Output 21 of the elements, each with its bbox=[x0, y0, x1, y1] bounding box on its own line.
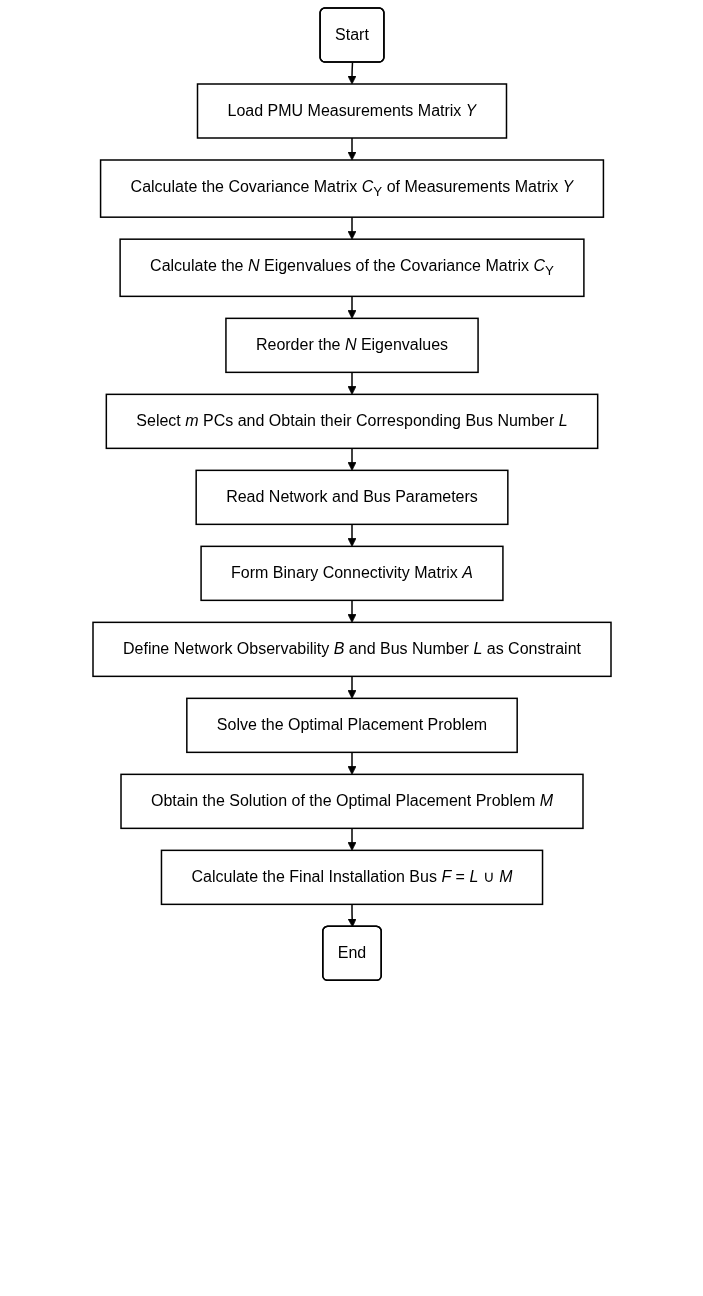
arrow bbox=[347, 827, 356, 851]
arrow bbox=[347, 523, 356, 547]
arrow bbox=[347, 599, 356, 623]
node-box: Read Network and Bus Parameters bbox=[194, 469, 509, 526]
node-box: Obtain the Solution of the Optimal Placement Problem M bbox=[119, 773, 584, 830]
arrow bbox=[347, 447, 356, 471]
arrow bbox=[347, 751, 356, 775]
arrow bbox=[347, 137, 356, 161]
arrow bbox=[347, 216, 356, 240]
node-box: Calculate the Final Installation Bus F = L ∪ M bbox=[160, 849, 543, 906]
arrow bbox=[347, 675, 356, 699]
node-box: Reorder the N Eigenvalues bbox=[224, 317, 479, 374]
node-box: Calculate the N Eigenvalues of the Covariance Matrix C$_{Y}$ bbox=[118, 238, 585, 298]
arrow bbox=[347, 371, 356, 395]
node-box: Define Network Observability B and Bus Number L as Constraint bbox=[91, 621, 612, 678]
node-box: Form Binary Connectivity Matrix A bbox=[199, 545, 504, 602]
arrow bbox=[347, 295, 356, 319]
arrow bbox=[347, 61, 356, 85]
node-box: Select m PCs and Obtain their Corresponding Bus Number L bbox=[105, 393, 598, 450]
node-box: Solve the Optimal Placement Problem bbox=[185, 697, 518, 754]
arrow bbox=[347, 903, 357, 928]
